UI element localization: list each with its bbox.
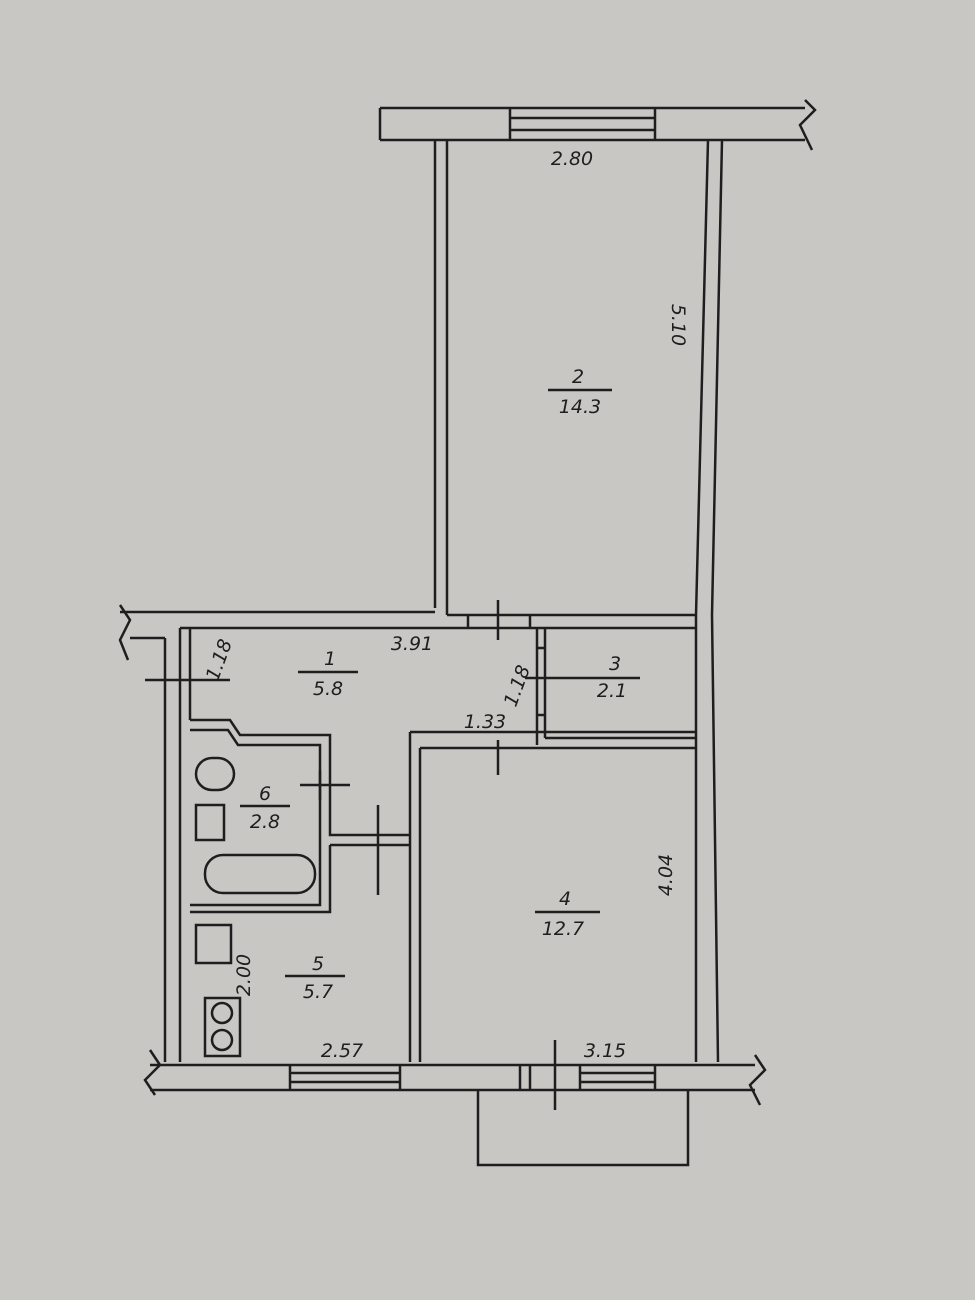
bathtub-icon [203, 853, 317, 895]
bottom-wall [143, 1040, 767, 1110]
room4-walls [408, 730, 696, 1062]
svg-text:14.3: 14.3 [559, 396, 601, 418]
svg-text:6: 6 [259, 783, 271, 805]
svg-text:4: 4 [559, 888, 571, 910]
dim-closet-width: 1.18 [500, 662, 535, 709]
dim-room4-length: 4.04 [655, 854, 677, 896]
stove-icon [203, 996, 242, 1058]
corridor-top-wall [118, 600, 696, 661]
room-label-1: 1 5.8 [298, 648, 358, 700]
left-wall [145, 628, 230, 1062]
svg-text:2: 2 [572, 366, 584, 388]
closet-walls [525, 628, 696, 745]
dim-corridor-width: 1.18 [202, 636, 237, 683]
svg-text:12.7: 12.7 [542, 918, 584, 940]
dim-kitchen-length: 2.57 [321, 1040, 363, 1062]
dim-door-width: 1.33 [464, 711, 506, 733]
sink-icon [194, 803, 226, 842]
room-label-2: 2 14.3 [548, 366, 612, 418]
svg-text:5.7: 5.7 [303, 981, 333, 1003]
dim-room2-length: 5.10 [667, 304, 689, 346]
dim-room2-width: 2.80 [551, 148, 593, 170]
balcony [476, 1090, 690, 1167]
toilet-icon [194, 756, 236, 792]
svg-text:1: 1 [324, 648, 336, 670]
dim-kitchen-width: 2.00 [233, 954, 255, 996]
bathroom-walls [190, 718, 410, 1058]
room-label-6: 6 2.8 [240, 783, 290, 833]
room-label-4: 4 12.7 [535, 888, 600, 940]
dim-room4-width: 3.15 [584, 1040, 626, 1062]
room-label-5: 5 5.7 [285, 953, 345, 1003]
svg-text:2.8: 2.8 [250, 811, 280, 833]
dim-corridor-length: 3.91 [391, 633, 433, 655]
room-label-3: 3 2.1 [597, 653, 627, 702]
svg-text:3: 3 [609, 653, 621, 675]
svg-text:5.8: 5.8 [313, 678, 343, 700]
svg-text:2.1: 2.1 [597, 680, 627, 702]
top-wall [378, 99, 817, 151]
kitchen-sink-icon [194, 923, 233, 965]
svg-text:5: 5 [312, 953, 324, 975]
